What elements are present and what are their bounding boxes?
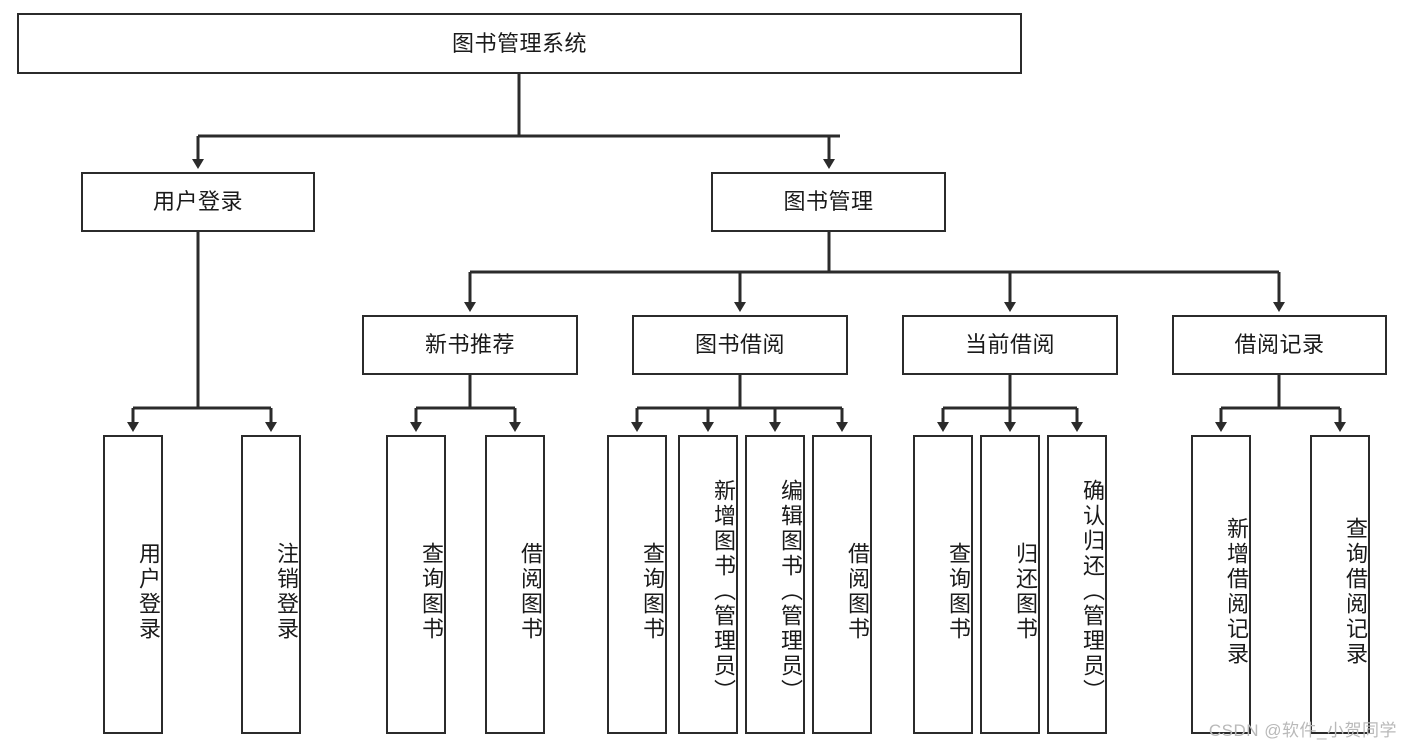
- node-leaf-return-book[interactable]: 归还图书: [980, 435, 1040, 734]
- node-label: 查询图书: [640, 541, 665, 642]
- node-leaf-query-book-2[interactable]: 查询图书: [607, 435, 667, 734]
- watermark: CSDN @软件_小贺同学: [1208, 721, 1397, 740]
- node-leaf-query-borrow-record[interactable]: 查询借阅记录: [1310, 435, 1370, 734]
- node-current-borrow[interactable]: 当前借阅: [902, 315, 1118, 375]
- node-label: 查询图书: [419, 541, 444, 642]
- node-leaf-user-login[interactable]: 用户登录: [103, 435, 163, 734]
- node-label: 图书管理系统: [451, 30, 587, 56]
- node-leaf-borrow-book-1[interactable]: 借阅图书: [485, 435, 545, 734]
- node-leaf-add-book[interactable]: 新增图书（管理员）: [678, 435, 738, 734]
- node-leaf-query-book-1[interactable]: 查询图书: [386, 435, 446, 734]
- node-borrow-record[interactable]: 借阅记录: [1172, 315, 1387, 375]
- node-book-borrow[interactable]: 图书借阅: [632, 315, 848, 375]
- node-label: 用户登录: [136, 541, 161, 642]
- node-label: 用户登录: [152, 189, 243, 215]
- node-label: 当前借阅: [964, 332, 1055, 358]
- node-label: 借阅记录: [1234, 332, 1325, 358]
- node-leaf-edit-book[interactable]: 编辑图书（管理员）: [745, 435, 805, 734]
- node-root-book-management-system[interactable]: 图书管理系统: [17, 13, 1022, 74]
- node-label: 借阅图书: [518, 541, 543, 642]
- node-user-login[interactable]: 用户登录: [81, 172, 315, 232]
- node-leaf-confirm-return[interactable]: 确认归还（管理员）: [1047, 435, 1107, 734]
- node-label: 图书借阅: [694, 332, 785, 358]
- node-label: 注销登录: [274, 541, 299, 642]
- node-label: 归还图书: [1013, 541, 1038, 642]
- node-label: 新增图书（管理员）: [711, 479, 736, 704]
- node-leaf-logout-login[interactable]: 注销登录: [241, 435, 301, 734]
- node-leaf-borrow-book-2[interactable]: 借阅图书: [812, 435, 872, 734]
- node-label: 编辑图书（管理员）: [778, 479, 803, 704]
- node-leaf-query-book-3[interactable]: 查询图书: [913, 435, 973, 734]
- node-label: 查询图书: [946, 541, 971, 642]
- node-label: 图书管理: [783, 189, 874, 215]
- node-new-book-recommend[interactable]: 新书推荐: [362, 315, 578, 375]
- node-book-management[interactable]: 图书管理: [711, 172, 946, 232]
- node-label: 查询借阅记录: [1343, 516, 1368, 667]
- node-label: 借阅图书: [845, 541, 870, 642]
- node-label: 确认归还（管理员）: [1080, 479, 1105, 704]
- node-label: 新增借阅记录: [1224, 516, 1249, 667]
- node-label: 新书推荐: [424, 332, 515, 358]
- node-leaf-add-borrow-record[interactable]: 新增借阅记录: [1191, 435, 1251, 734]
